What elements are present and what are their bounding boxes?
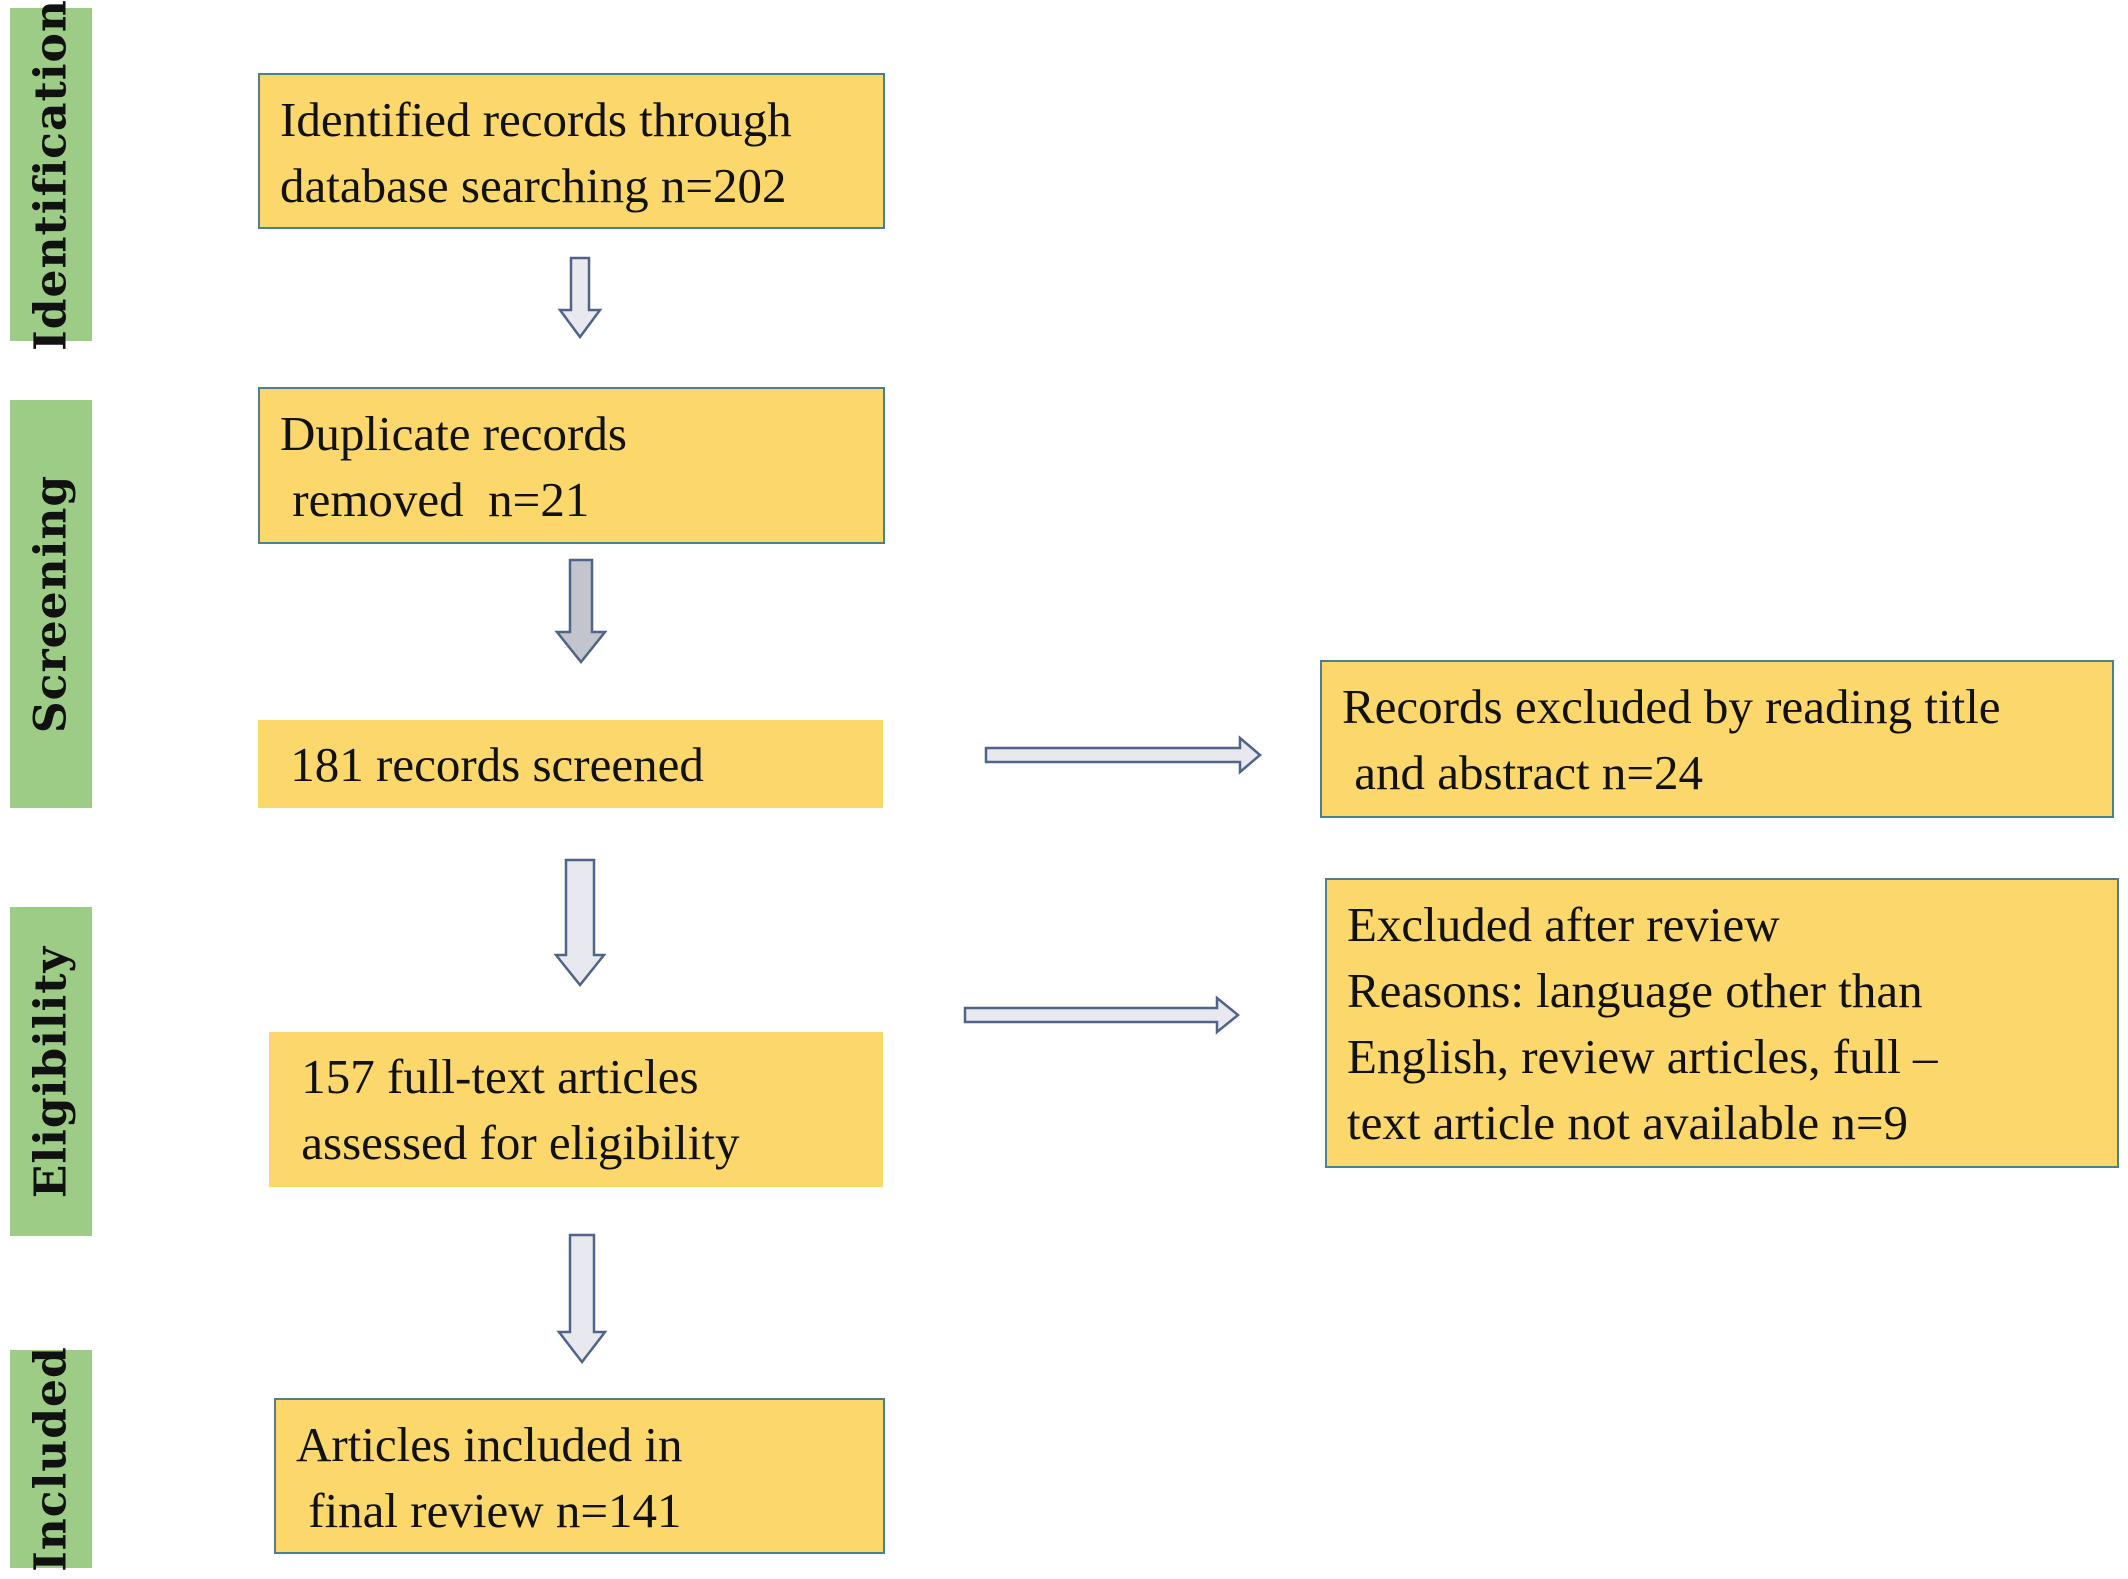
box-duplicates-line-2: removed n=21 bbox=[280, 472, 590, 527]
arrow-down-3 bbox=[553, 858, 607, 988]
box-fulltext-line-1: 157 full-text articles bbox=[289, 1049, 699, 1104]
box-excluded-title-line-1: Records excluded by reading title bbox=[1342, 679, 2001, 734]
box-identified-records: Identified records through database sear… bbox=[258, 73, 885, 229]
box-fulltext-line-2: assessed for eligibility bbox=[289, 1115, 740, 1170]
box-excluded-review-line-1: Excluded after review bbox=[1347, 897, 1780, 952]
box-identified-line-1: Identified records through bbox=[280, 92, 792, 147]
arrow-down-1 bbox=[557, 256, 603, 340]
box-included-line-1: Articles included in bbox=[296, 1417, 683, 1472]
phase-identification: Identification bbox=[10, 0, 92, 350]
box-excluded-after-review: Excluded after review Reasons: language … bbox=[1325, 878, 2119, 1168]
phase-eligibility: Eligibility bbox=[10, 907, 92, 1236]
box-excluded-review-line-3: English, review articles, full – bbox=[1347, 1029, 1938, 1084]
box-fulltext-assessed: 157 full-text articles assessed for elig… bbox=[269, 1032, 883, 1187]
box-screened-line-1: 181 records screened bbox=[278, 737, 704, 792]
phase-included: Included bbox=[10, 1346, 92, 1572]
arrow-down-2 bbox=[554, 558, 608, 665]
box-records-screened: 181 records screened bbox=[258, 720, 883, 808]
box-articles-included: Articles included in final review n=141 bbox=[274, 1398, 885, 1554]
box-excluded-review-line-4: text article not available n=9 bbox=[1347, 1095, 1908, 1150]
arrow-down-4 bbox=[556, 1233, 608, 1365]
box-identified-line-2: database searching n=202 bbox=[280, 158, 787, 213]
box-excluded-title-line-2: and abstract n=24 bbox=[1342, 745, 1703, 800]
box-duplicates-removed: Duplicate records removed n=21 bbox=[258, 387, 885, 544]
phase-screening: Screening bbox=[10, 400, 92, 808]
arrow-right-2 bbox=[963, 995, 1240, 1035]
arrow-right-1 bbox=[984, 735, 1262, 775]
box-excluded-review-line-2: Reasons: language other than bbox=[1347, 963, 1923, 1018]
box-included-line-2: final review n=141 bbox=[296, 1483, 682, 1538]
box-duplicates-line-1: Duplicate records bbox=[280, 406, 627, 461]
box-excluded-title-abstract: Records excluded by reading title and ab… bbox=[1320, 660, 2114, 818]
